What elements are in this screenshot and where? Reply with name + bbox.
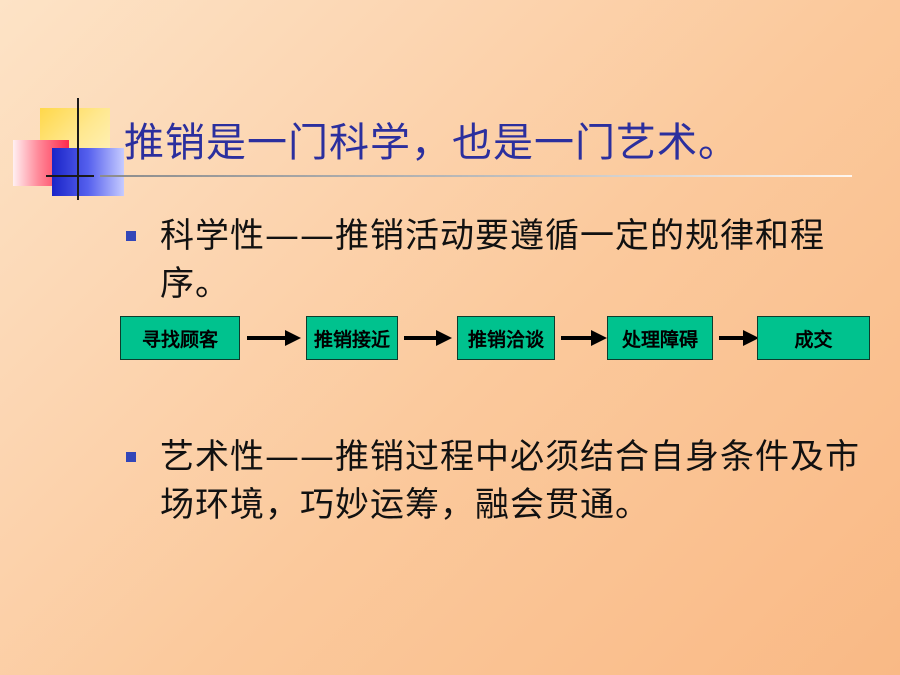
flow-step-approach: 推销接近: [306, 316, 398, 360]
logo-blue-square: [52, 148, 124, 196]
arrow-right-icon: [247, 330, 301, 346]
flow-step-negotiate: 推销洽谈: [457, 316, 555, 360]
slide-title: 推销是一门科学，也是一门艺术。: [124, 120, 739, 166]
flow-step-handle-objections: 处理障碍: [607, 316, 713, 360]
arrow-right-icon: [561, 330, 607, 346]
bullet-text: 艺术性——推销过程中必须结合自身条件及市场环境，巧妙运筹，融会贯通。: [160, 437, 860, 525]
flow-step-find-customer: 寻找顾客: [120, 316, 240, 360]
title-underline: [100, 175, 852, 177]
bullet-text: 科学性——推销活动要遵循一定的规律和程序。: [160, 216, 825, 304]
bullet-science: 科学性——推销活动要遵循一定的规律和程序。: [126, 212, 873, 308]
flow-step-close-deal: 成交: [757, 316, 870, 360]
bullet-art: 艺术性——推销过程中必须结合自身条件及市场环境，巧妙运筹，融会贯通。: [126, 433, 873, 529]
logo-vertical-line: [77, 98, 79, 200]
arrow-right-icon: [404, 330, 452, 346]
arrow-right-icon: [719, 330, 759, 346]
bullet-marker: [126, 231, 136, 241]
logo-horizontal-line: [46, 175, 94, 177]
bullet-marker: [126, 452, 136, 462]
